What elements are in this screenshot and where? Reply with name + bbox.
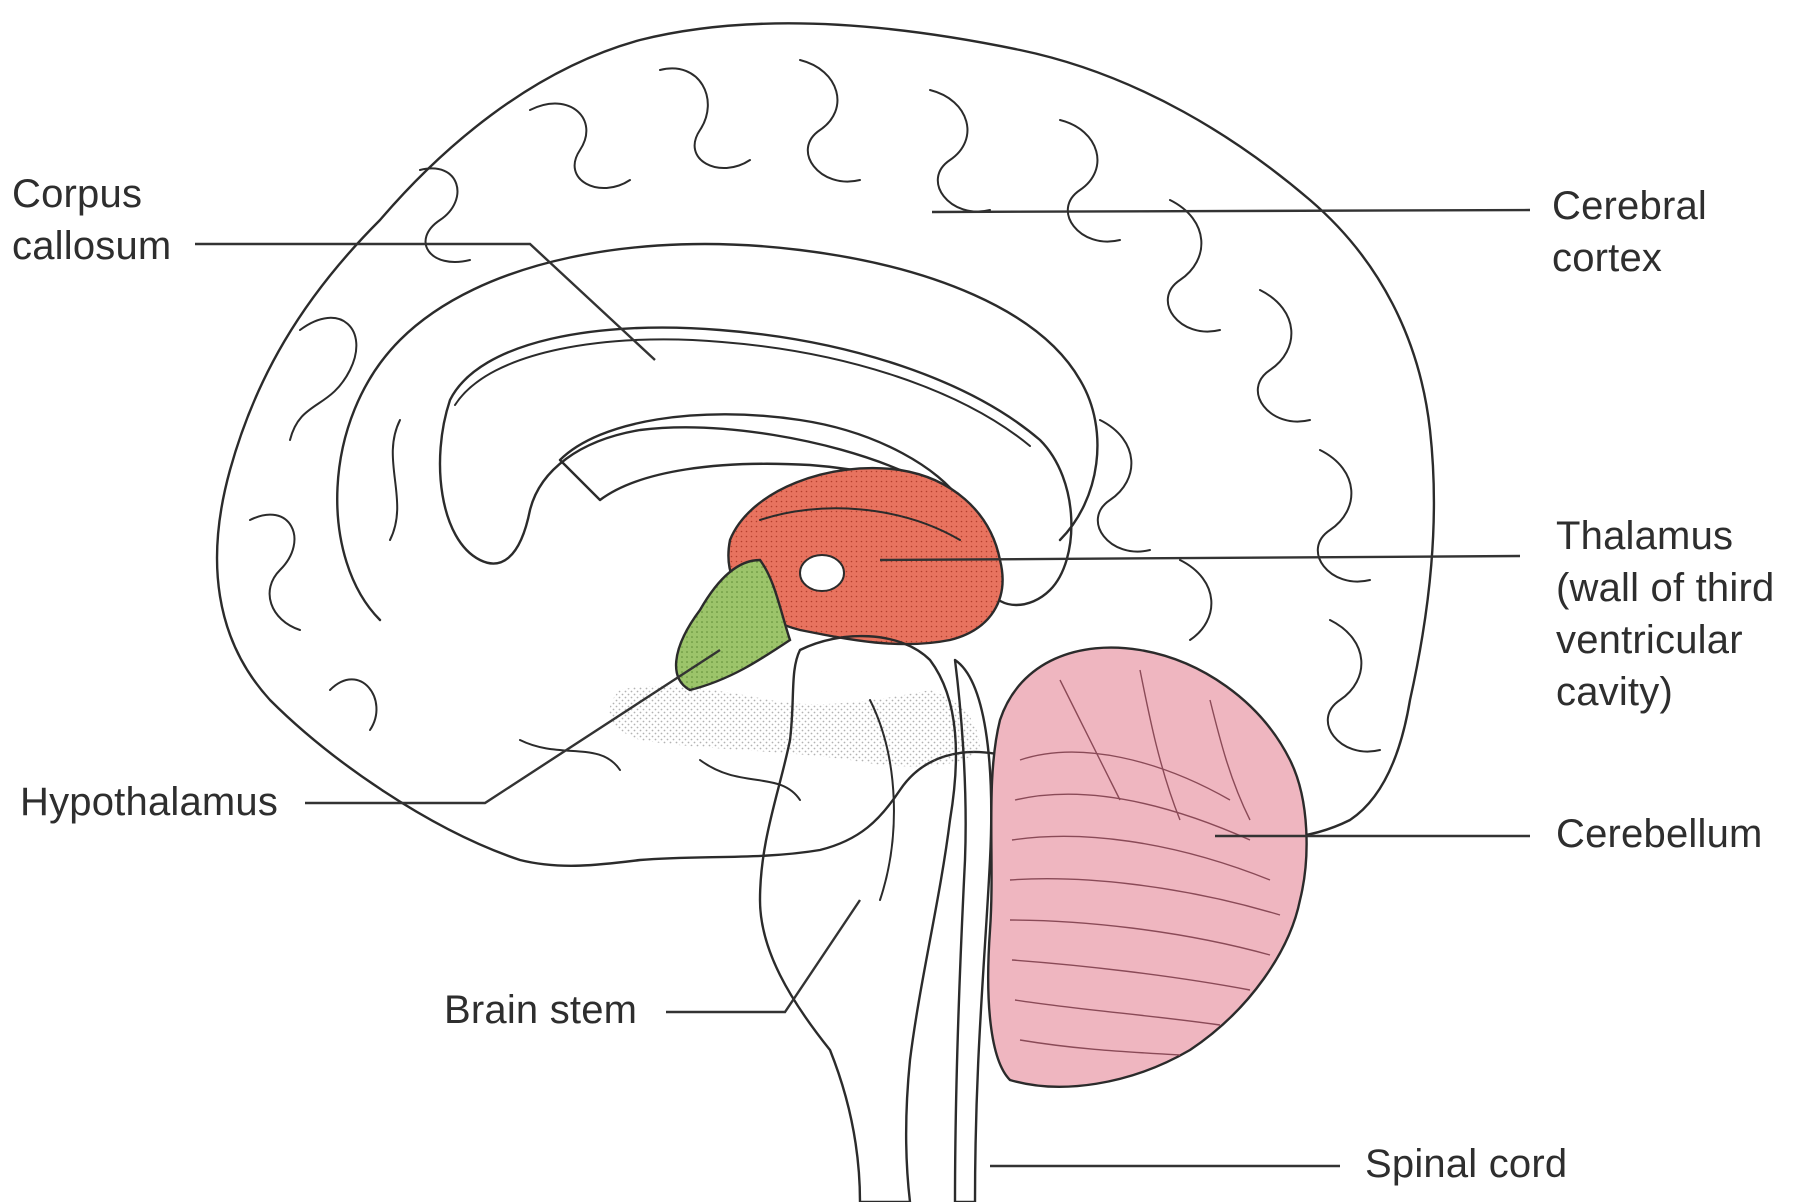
label-hypothalamus-line-1: Hypothalamus — [20, 776, 278, 828]
thalamus-hole — [800, 555, 844, 591]
label-corpus-callosum-line-1: Corpus — [12, 168, 171, 220]
label-cerebral-cortex-line-2: cortex — [1552, 232, 1707, 284]
leader-brain-stem — [666, 900, 860, 1012]
label-corpus-callosum: Corpus callosum — [12, 168, 171, 272]
label-thalamus: Thalamus (wall of third ventricular cavi… — [1556, 510, 1774, 718]
label-thalamus-line-4: cavity) — [1556, 666, 1774, 718]
label-brain-stem: Brain stem — [444, 984, 637, 1036]
label-cerebellum-line-1: Cerebellum — [1556, 808, 1763, 860]
label-thalamus-line-1: Thalamus — [1556, 510, 1774, 562]
label-spinal-cord: Spinal cord — [1365, 1138, 1567, 1190]
label-thalamus-line-3: ventricular — [1556, 614, 1774, 666]
leader-cerebral-cortex — [932, 210, 1530, 212]
midbrain-stipple — [610, 686, 980, 767]
cerebellum-shape — [988, 648, 1306, 1087]
label-corpus-callosum-line-2: callosum — [12, 220, 171, 272]
label-cerebral-cortex-line-1: Cerebral — [1552, 180, 1707, 232]
label-hypothalamus: Hypothalamus — [20, 776, 278, 828]
label-spinal-cord-line-1: Spinal cord — [1365, 1138, 1567, 1190]
label-thalamus-line-2: (wall of third — [1556, 562, 1774, 614]
label-brain-stem-line-1: Brain stem — [444, 984, 637, 1036]
label-cerebral-cortex: Cerebral cortex — [1552, 180, 1707, 284]
leader-corpus-callosum — [195, 244, 655, 360]
label-cerebellum: Cerebellum — [1556, 808, 1763, 860]
